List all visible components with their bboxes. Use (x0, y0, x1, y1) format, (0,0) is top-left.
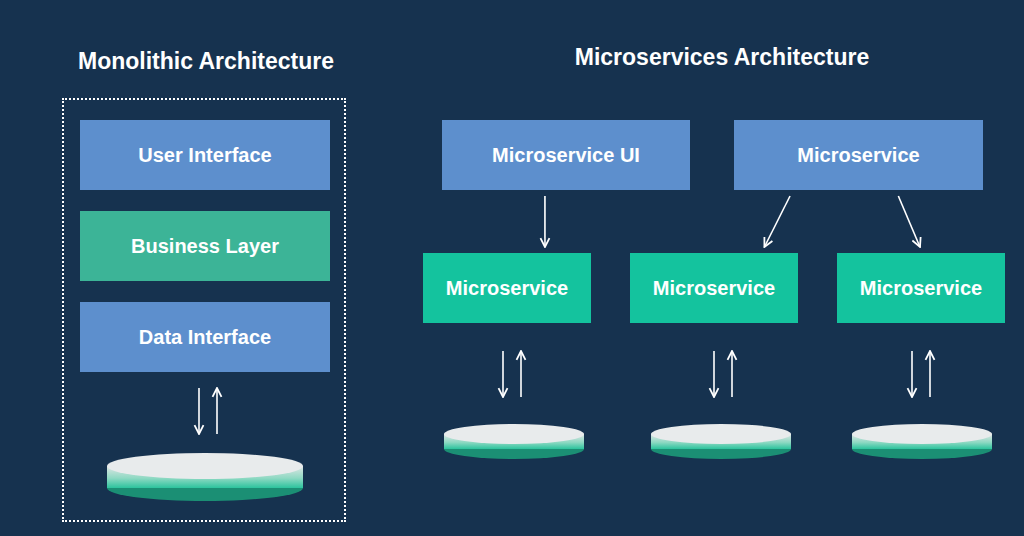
layer-box: Data Interface (80, 302, 330, 372)
section-heading: Microservices Architecture (472, 44, 972, 72)
layer-box: User Interface (80, 120, 330, 190)
flow-arrow (898, 196, 920, 247)
box-label: User Interface (138, 143, 271, 167)
box-label: Business Layer (131, 234, 279, 258)
service-box: Microservice (837, 253, 1005, 323)
layer-box: Business Layer (80, 211, 330, 281)
architecture-container: Monolithic ArchitectureUser InterfaceBus… (62, 98, 346, 522)
flow-arrow (544, 196, 546, 247)
service-box: Microservice (630, 253, 798, 323)
box-label: Microservice (653, 276, 775, 300)
database-disk (444, 424, 584, 459)
section-heading: Monolithic Architecture (4, 48, 408, 76)
database-disk (651, 424, 791, 459)
flow-arrow (764, 196, 790, 247)
service-box: Microservice (423, 253, 591, 323)
database-disk (852, 424, 992, 459)
service-box: Microservice UI (442, 120, 690, 190)
box-label: Microservice (797, 143, 919, 167)
box-label: Microservice UI (492, 143, 640, 167)
box-label: Microservice (446, 276, 568, 300)
box-label: Data Interface (139, 325, 271, 349)
service-box: Microservice (734, 120, 983, 190)
box-label: Microservice (860, 276, 982, 300)
database-disk (107, 453, 303, 501)
